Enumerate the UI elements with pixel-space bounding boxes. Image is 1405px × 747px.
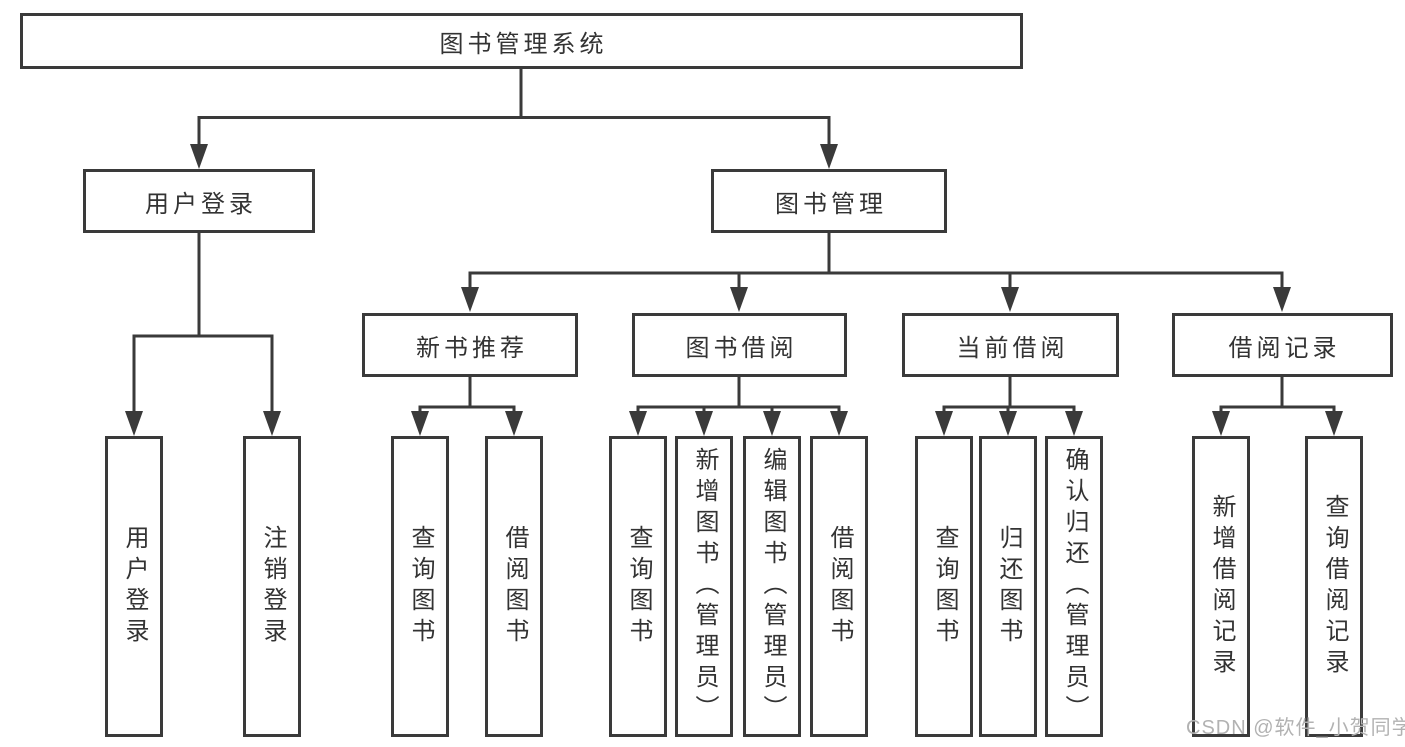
node-label: 查询图书 — [931, 524, 958, 649]
leaf-user-login: 用户登录 — [105, 436, 163, 737]
node-label: 图书管理系统 — [439, 30, 608, 58]
leaf-add-book-admin: 新增图书（管理员） — [675, 436, 733, 737]
node-root: 图书管理系统 — [20, 13, 1023, 69]
node-book-borrow: 图书借阅 — [632, 313, 847, 377]
leaf-query-books-current: 查询图书 — [915, 436, 973, 737]
node-book-management: 图书管理 — [711, 169, 947, 233]
node-label: 当前借阅 — [956, 334, 1069, 362]
node-label: 新增图书（管理员） — [691, 447, 718, 726]
node-label: 借阅记录 — [1228, 334, 1341, 362]
node-label: 用户登录 — [145, 190, 257, 218]
node-label: 图书管理 — [775, 190, 887, 218]
node-label: 新增借阅记录 — [1208, 493, 1235, 680]
node-label: 借阅图书 — [826, 524, 853, 649]
leaf-query-borrow-record: 查询借阅记录 — [1305, 436, 1363, 737]
node-label: 图书借阅 — [685, 334, 798, 362]
node-new-book-recommend: 新书推荐 — [362, 313, 578, 377]
leaf-query-books-recommend: 查询图书 — [391, 436, 449, 737]
leaf-add-borrow-record: 新增借阅记录 — [1192, 436, 1250, 737]
csdn-watermark: CSDN @软件_小贺同学 — [1186, 717, 1405, 739]
node-borrow-records: 借阅记录 — [1172, 313, 1393, 377]
node-user-login: 用户登录 — [83, 169, 315, 233]
leaf-borrow-books-borrow: 借阅图书 — [810, 436, 868, 737]
node-label: 确认归还（管理员） — [1061, 447, 1088, 726]
node-label: 查询图书 — [625, 524, 652, 649]
node-current-borrow: 当前借阅 — [902, 313, 1119, 377]
node-label: 查询借阅记录 — [1321, 493, 1348, 680]
node-label: 归还图书 — [995, 524, 1022, 649]
leaf-confirm-return-admin: 确认归还（管理员） — [1045, 436, 1103, 737]
node-label: 新书推荐 — [416, 334, 528, 362]
node-label: 用户登录 — [121, 524, 148, 649]
node-label: 查询图书 — [407, 524, 434, 649]
leaf-logout: 注销登录 — [243, 436, 301, 737]
node-label: 注销登录 — [259, 524, 286, 649]
leaf-borrow-books-recommend: 借阅图书 — [485, 436, 543, 737]
leaf-edit-book-admin: 编辑图书（管理员） — [743, 436, 801, 737]
node-label: 借阅图书 — [501, 524, 528, 649]
leaf-query-books-borrow: 查询图书 — [609, 436, 667, 737]
node-label: 编辑图书（管理员） — [759, 447, 786, 726]
leaf-return-book: 归还图书 — [979, 436, 1037, 737]
